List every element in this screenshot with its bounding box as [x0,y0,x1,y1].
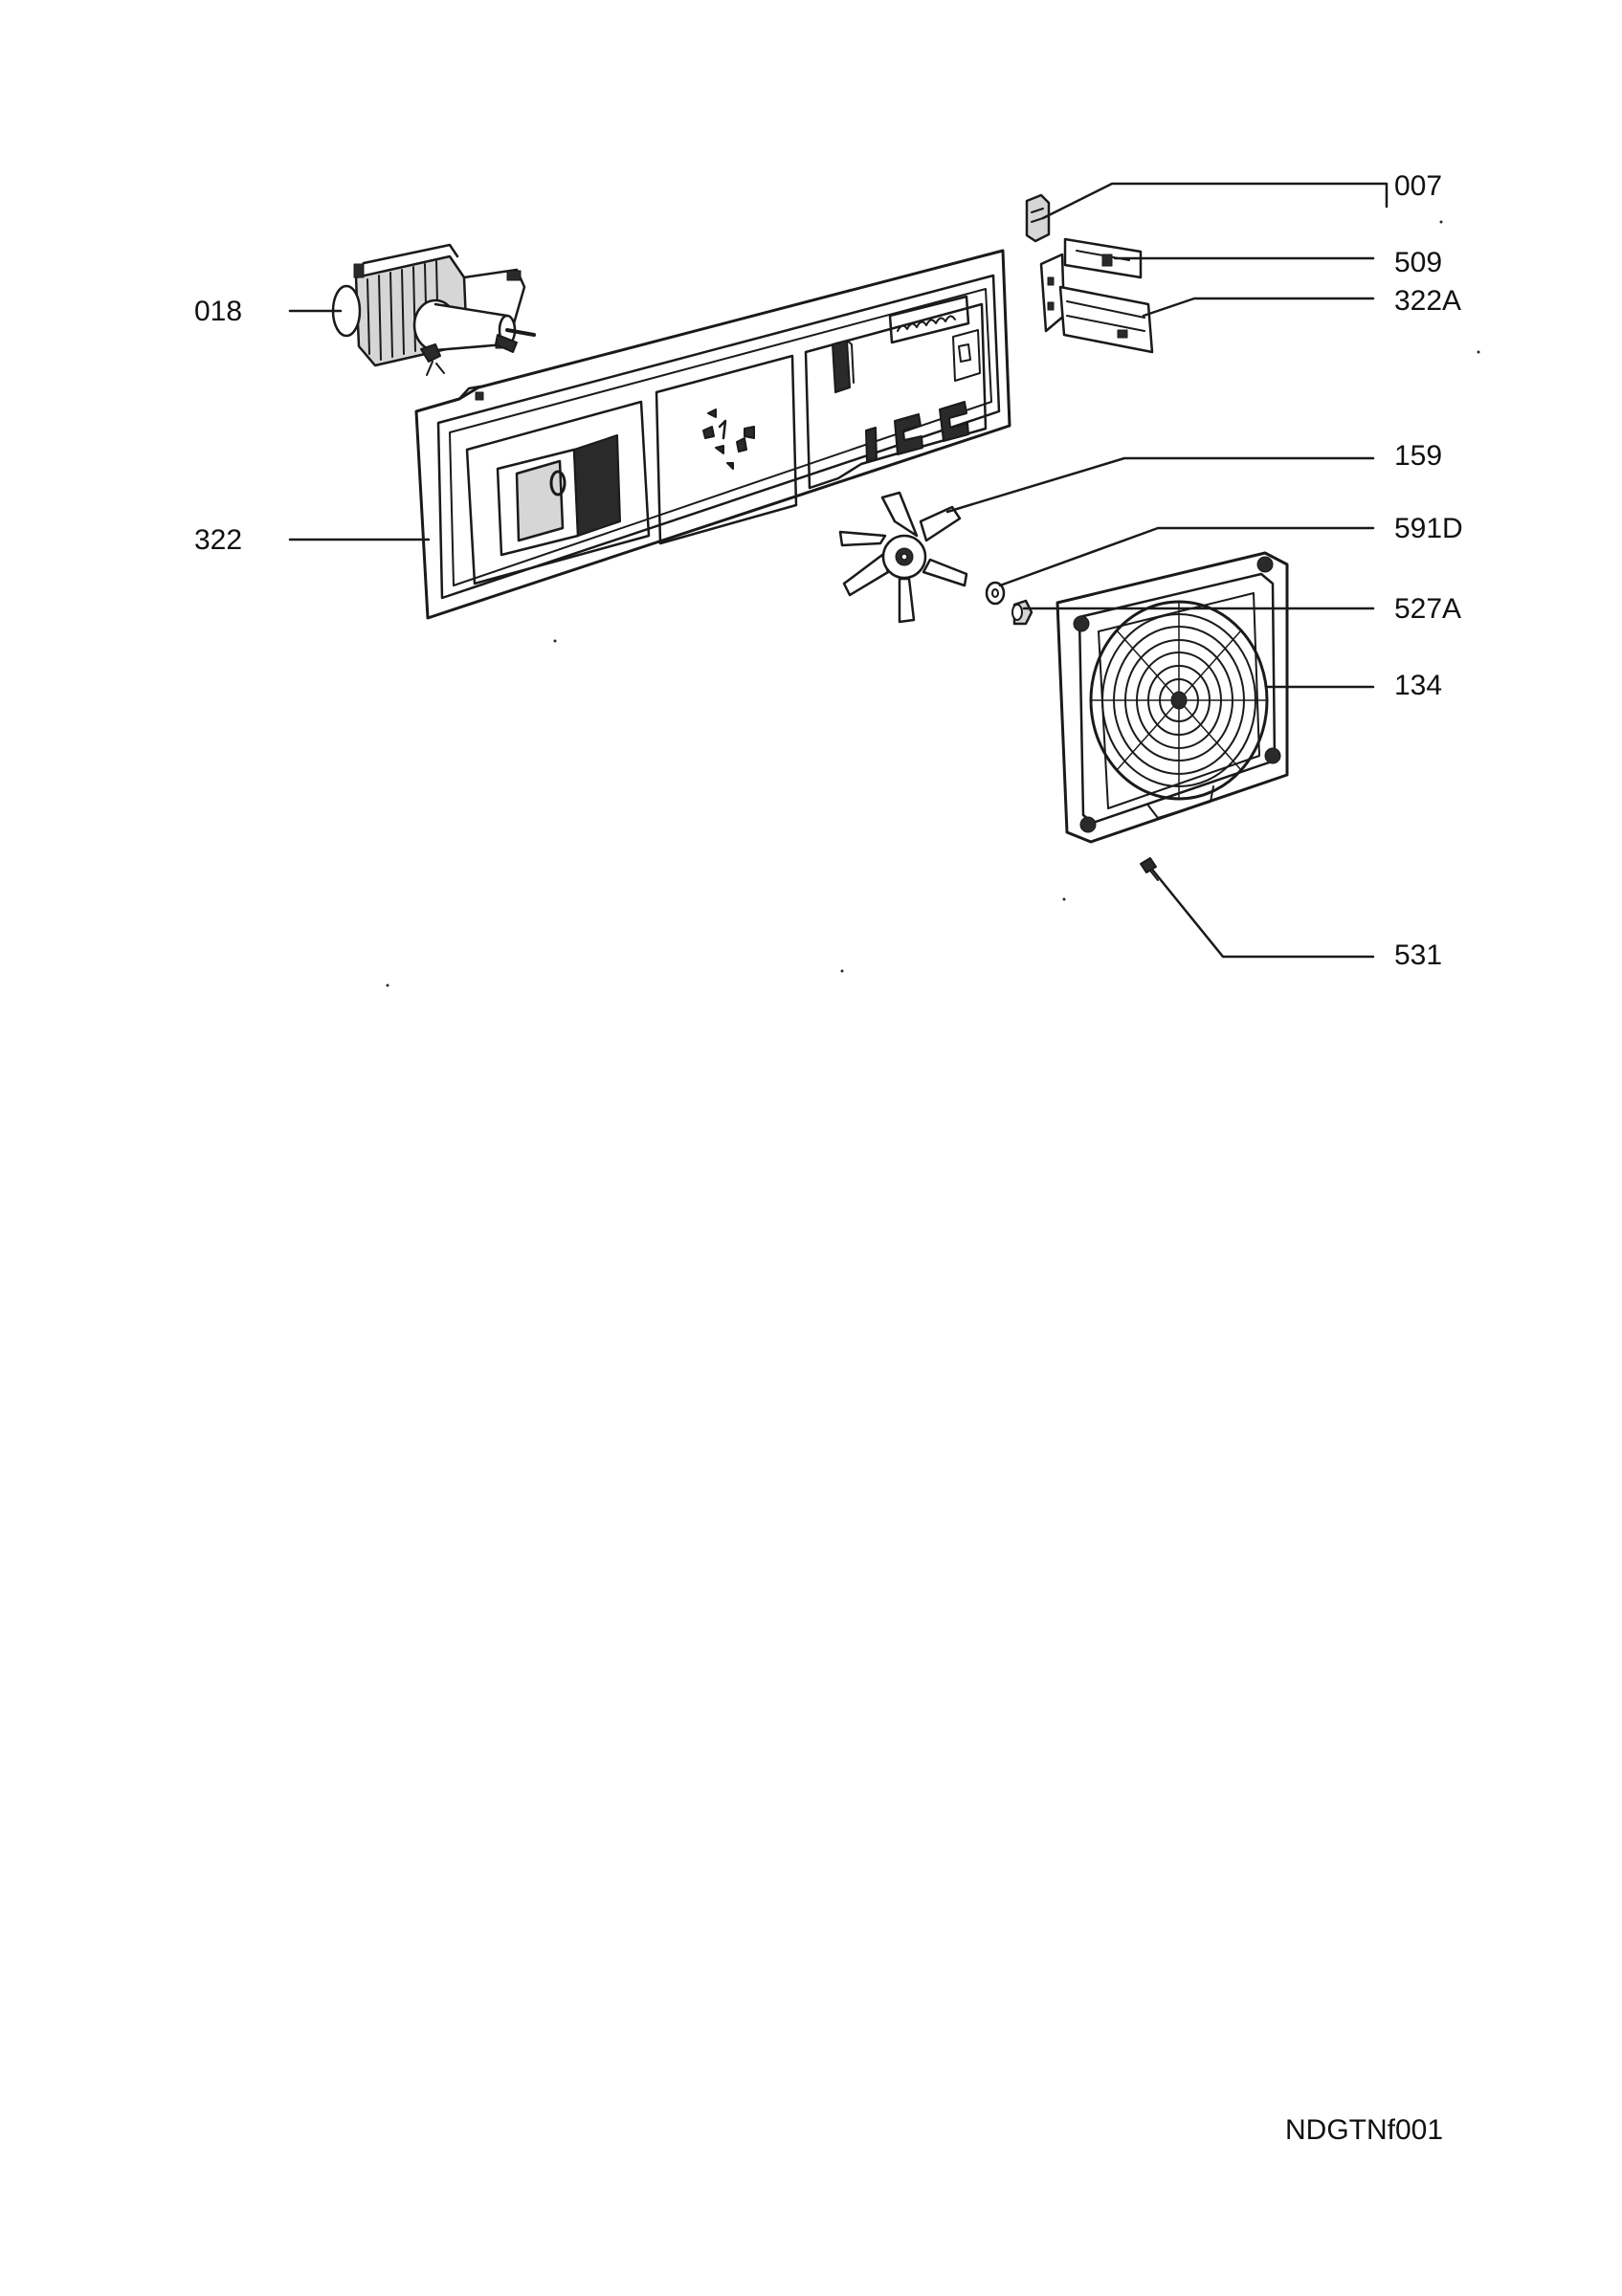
leader-lines [288,182,1389,959]
nut-part-527A [1011,599,1033,626]
clip-part-007 [1025,193,1051,243]
fan-motor-part [331,243,536,376]
callout-018: 018 [194,296,243,327]
callout-322: 322 [194,524,243,556]
scan-dots [386,220,1480,987]
callout-134: 134 [1394,670,1443,701]
fan-cover-part [1055,551,1289,844]
bracket-part-322A [1039,253,1154,354]
callout-322A: 322A [1394,285,1462,317]
callout-527A: 527A [1394,593,1462,625]
drawing-code-label: NDGTNf001 [1285,2114,1444,2146]
callout-591D: 591D [1394,513,1463,544]
callout-007: 007 [1394,170,1443,202]
washer-part-591D [985,581,1006,606]
callout-159: 159 [1394,440,1443,472]
back-panel-part [414,249,1011,620]
callout-531: 531 [1394,939,1443,971]
fan-blade-part [838,491,968,624]
callout-509: 509 [1394,247,1443,278]
screw-part-531 [1140,857,1159,881]
